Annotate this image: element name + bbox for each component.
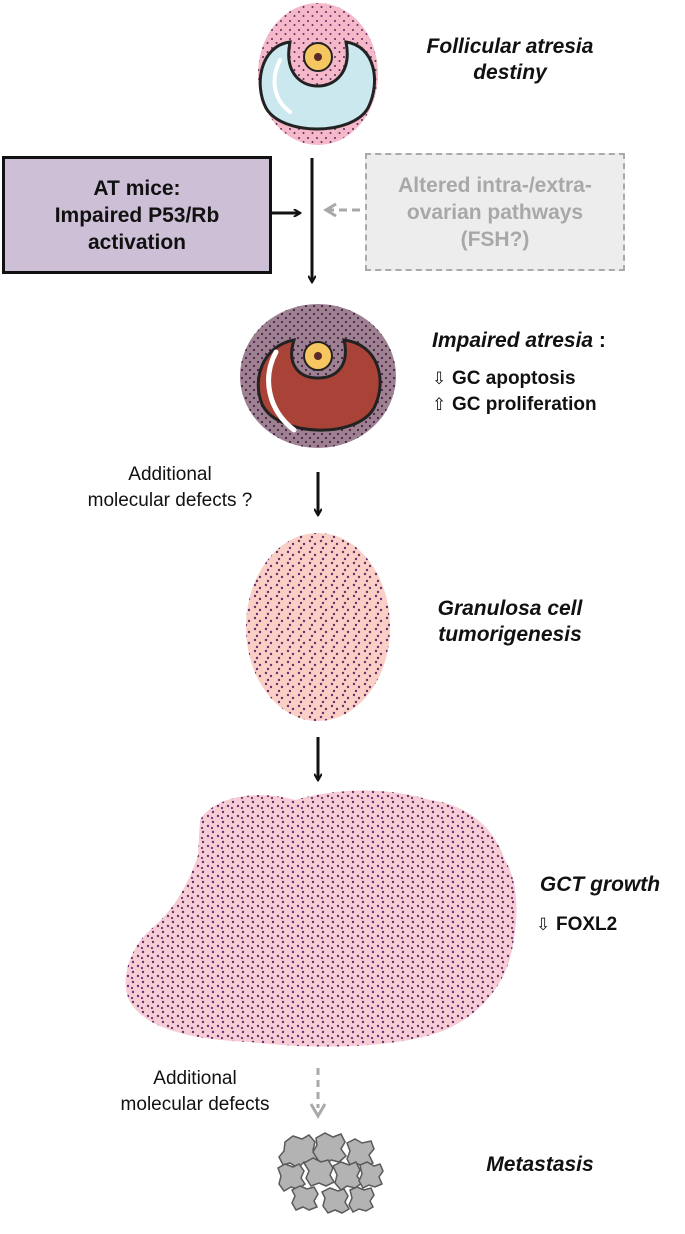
label-metastasis: Metastasis bbox=[486, 1153, 594, 1176]
note-defects-2-line1: Additional bbox=[153, 1068, 237, 1089]
at-mice-box-line1: AT mice: bbox=[93, 176, 181, 200]
marker-gc-apoptosis-text: GC apoptosis bbox=[452, 368, 576, 389]
arrow-altered-pathways-head bbox=[323, 202, 337, 218]
note-defects-1-line2: molecular defects ? bbox=[87, 490, 253, 511]
marker-gc-proliferation-text: GC proliferation bbox=[452, 394, 597, 415]
note-defects-1-line1: Additional bbox=[128, 464, 212, 485]
label-atresia-destiny-line2: destiny bbox=[473, 61, 547, 84]
altered-pathways-line1: Altered intra-/extra- bbox=[398, 173, 592, 197]
arrow-down-icon: ⇩ bbox=[536, 915, 551, 934]
label-atresia-destiny: Follicular atresia destiny bbox=[410, 34, 610, 86]
impaired-atresia-title: Impaired atresia bbox=[432, 329, 594, 352]
label-tumorigenesis-line1: Granulosa cell bbox=[437, 597, 583, 620]
gct-growth-title: GCT growth bbox=[539, 873, 661, 896]
impaired-atresia-colon: : bbox=[593, 329, 606, 352]
label-gct-growth: GCT growth ⇩ FOXL2 bbox=[520, 872, 680, 938]
marker-foxl2-text: FOXL2 bbox=[556, 914, 618, 935]
follicle-impaired-atresia bbox=[240, 304, 396, 448]
at-mice-box: AT mice: Impaired P53/Rb activation bbox=[2, 156, 272, 274]
label-atresia-destiny-line1: Follicular atresia bbox=[426, 35, 594, 58]
metastasis-cluster bbox=[277, 1132, 384, 1214]
marker-gc-apoptosis: ⇩ GC apoptosis bbox=[432, 366, 672, 392]
altered-pathways-box: Altered intra-/extra- ovarian pathways (… bbox=[365, 153, 625, 271]
label-impaired-atresia: Impaired atresia : ⇩ GC apoptosis ⇧ GC pro… bbox=[432, 328, 672, 418]
note-additional-defects-2: Additional molecular defects bbox=[95, 1066, 295, 1118]
note-defects-2-line2: molecular defects bbox=[120, 1094, 270, 1115]
arrow-up-icon: ⇧ bbox=[432, 395, 447, 414]
label-tumorigenesis: Granulosa cell tumorigenesis bbox=[410, 596, 610, 648]
flow-arrows bbox=[272, 158, 360, 1119]
at-mice-box-line2: Impaired P53/Rb bbox=[54, 203, 220, 227]
altered-pathways-line2: ovarian pathways bbox=[406, 200, 584, 224]
follicle-atresia-destiny bbox=[258, 3, 378, 145]
gct-mass bbox=[125, 790, 517, 1047]
marker-gc-proliferation: ⇧ GC proliferation bbox=[432, 392, 672, 418]
altered-pathways-line3: (FSH?) bbox=[460, 227, 530, 251]
arrow-growth-to-metastasis-head bbox=[309, 1103, 327, 1119]
label-tumorigenesis-line2: tumorigenesis bbox=[438, 623, 582, 646]
at-mice-box-line3: activation bbox=[87, 230, 187, 254]
tumor-nodule bbox=[246, 533, 390, 721]
note-additional-defects-1: Additional molecular defects ? bbox=[50, 462, 290, 514]
marker-foxl2: ⇩ FOXL2 bbox=[536, 912, 680, 938]
arrow-down-icon: ⇩ bbox=[432, 369, 447, 388]
